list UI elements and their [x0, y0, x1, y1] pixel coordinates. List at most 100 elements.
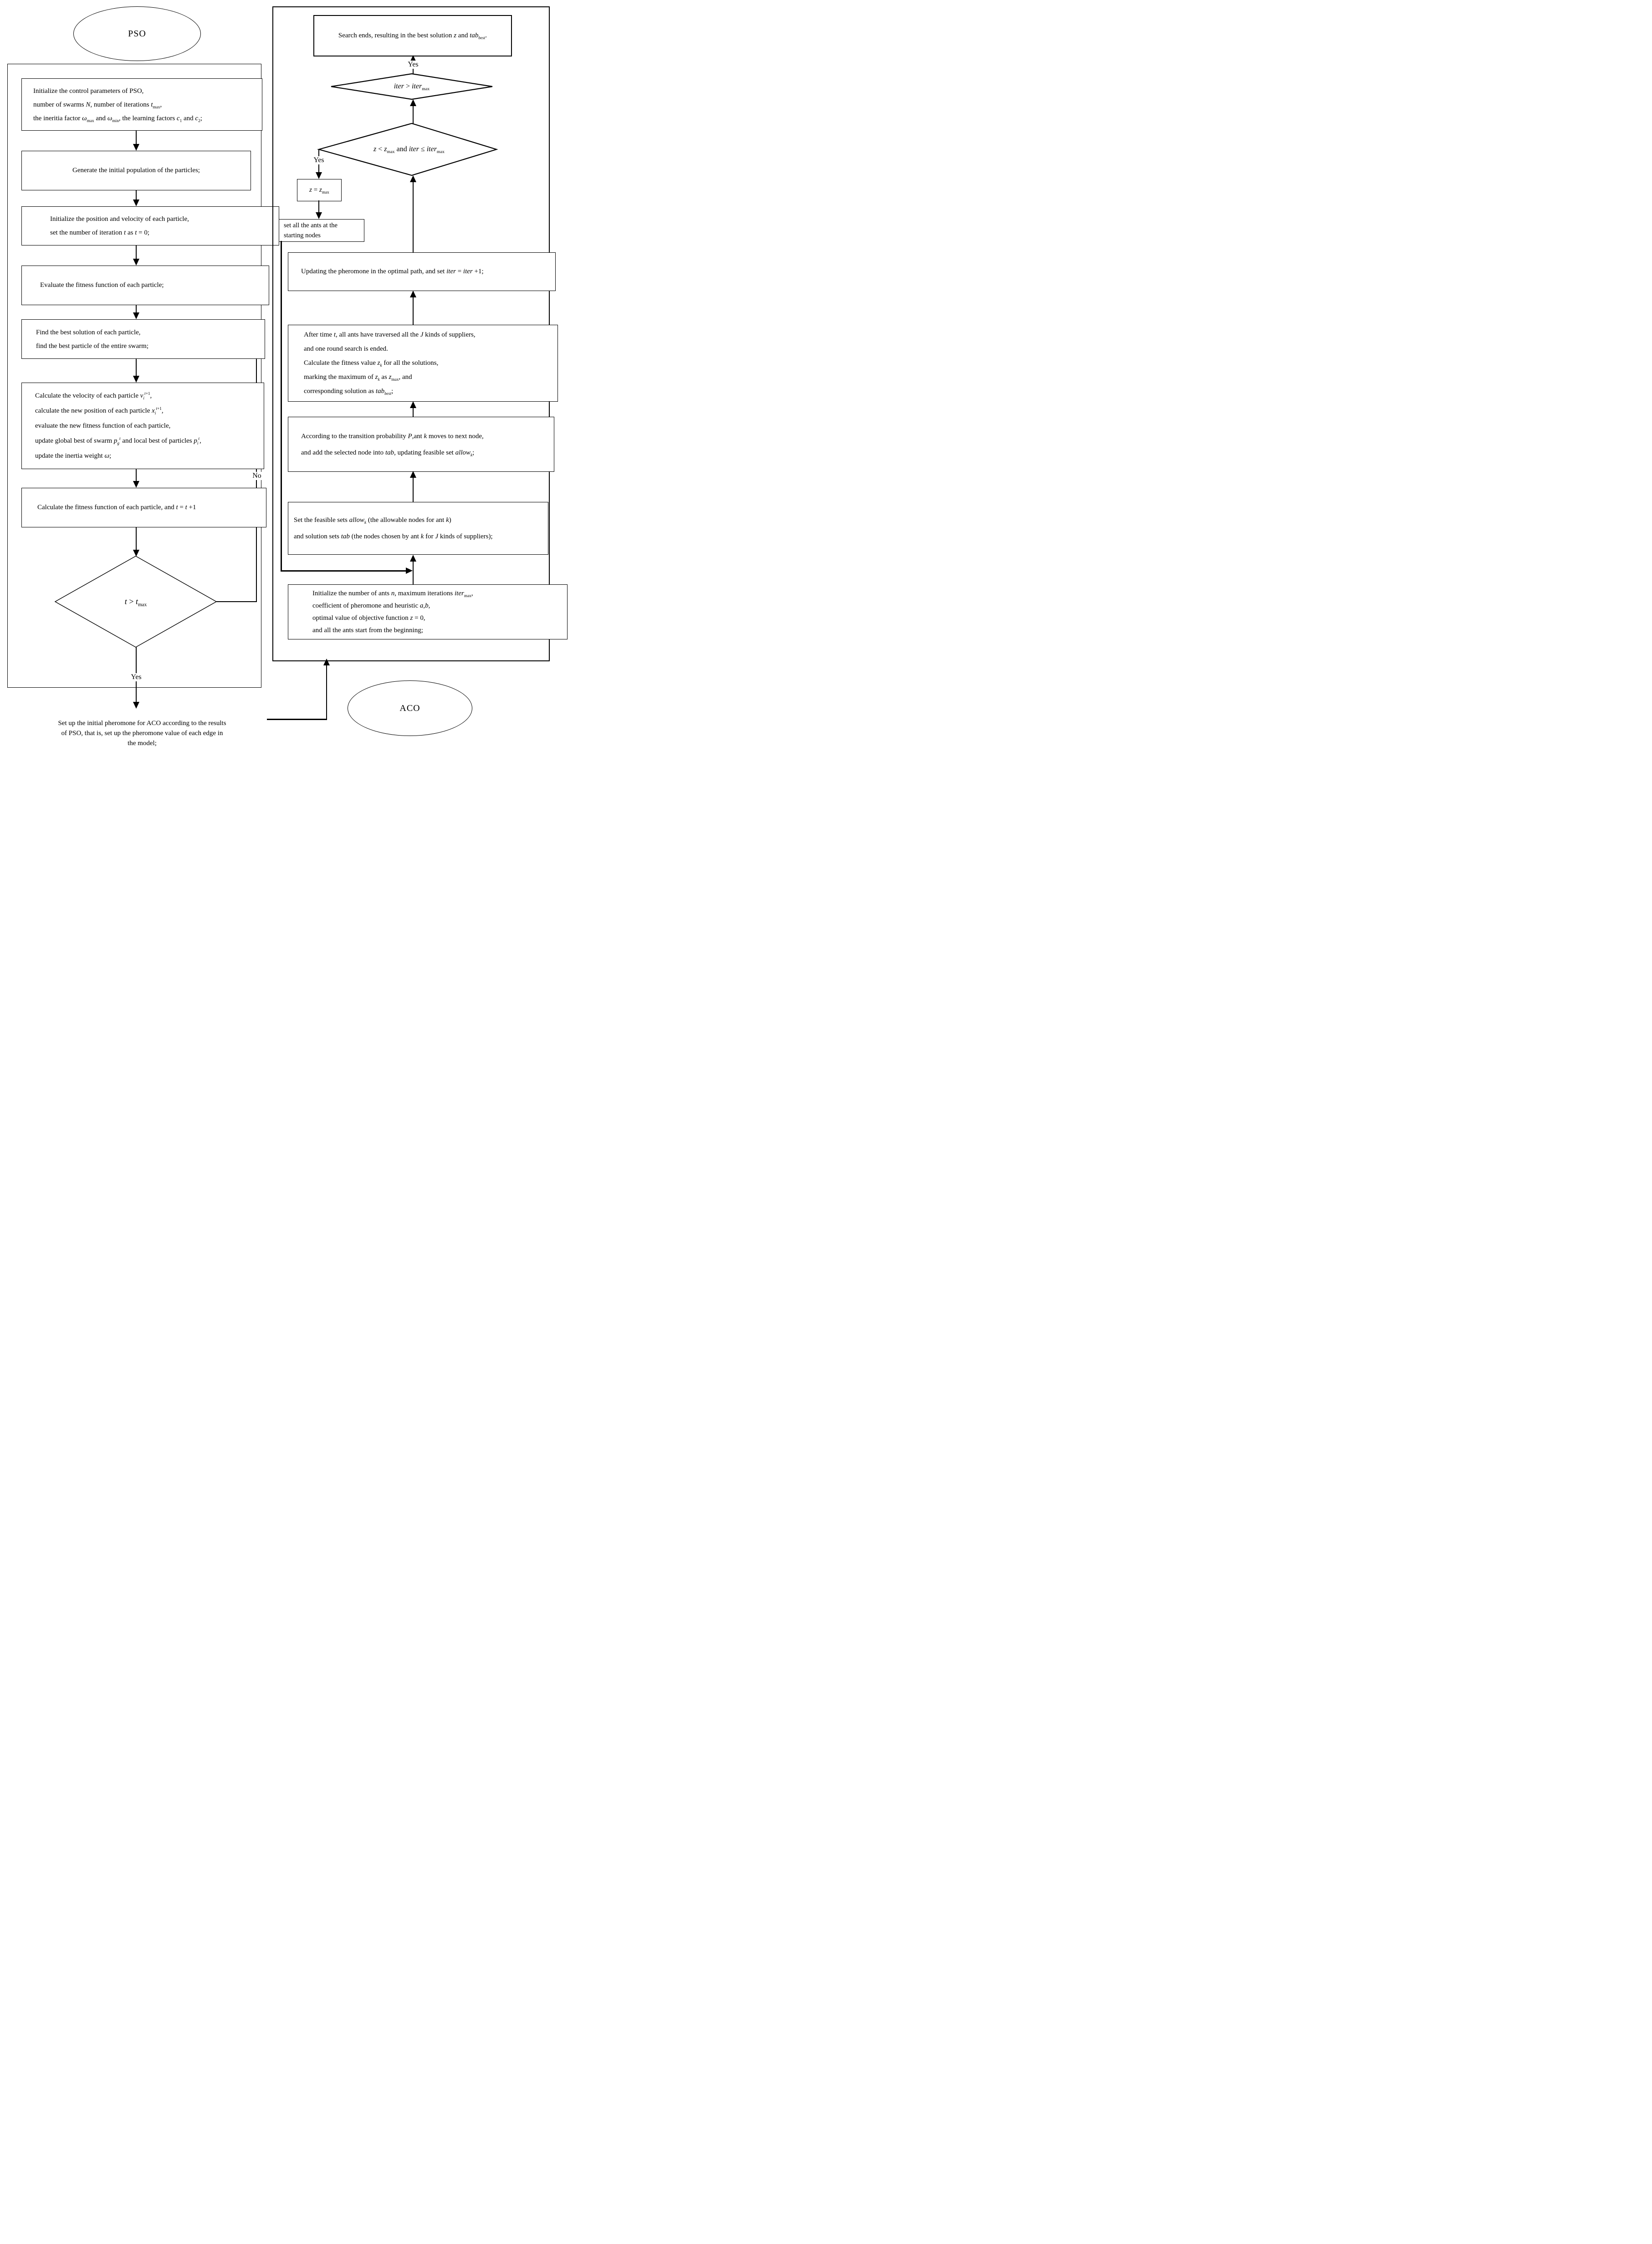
box-z-equals-zmax-text: z = zmax — [309, 186, 329, 195]
box-init-ants-line: Initialize the number of ants n, maximum… — [312, 589, 473, 598]
yes-left-label: Yes — [312, 156, 326, 164]
arrow-init-to-feasible-head — [410, 555, 416, 562]
arrowhead-7 — [133, 550, 139, 557]
arrowhead-5 — [133, 376, 139, 383]
set-ants-bypass-horizontal — [281, 570, 407, 572]
pso-label: PSO — [128, 28, 146, 39]
arrow-updating-to-z-line — [413, 177, 414, 252]
box-search-ends: Search ends, resulting in the best solut… — [313, 15, 512, 56]
diamond-z-zmax — [317, 123, 498, 176]
box-according-transition-line: According to the transition probability … — [301, 432, 484, 440]
pso-ellipse: PSO — [73, 6, 201, 61]
box-init-position-line: set the number of iteration t as t = 0; — [50, 229, 150, 236]
arrow-according-to-after-head — [410, 401, 416, 408]
no-label: No — [251, 472, 263, 480]
arrowhead-2 — [133, 199, 139, 206]
box-init-params-line: the ineritia factor ωmax and ωmin, the l… — [33, 114, 202, 123]
arrowhead-1 — [133, 144, 139, 151]
arrow-according-to-after-line — [413, 403, 414, 417]
box-feasible-sets-line: Set the feasible sets allowk (the allowa… — [294, 516, 451, 525]
box-evaluate-fitness-text: Evaluate the fitness function of each pa… — [40, 281, 164, 289]
box-init-ants: Initialize the number of ants n, maximum… — [288, 584, 568, 639]
diamond-t-tmax — [54, 556, 217, 648]
diamond-iter-itermax — [331, 73, 493, 100]
diamond-z-zmax-text: z < zmax and iter ≤ itermax — [373, 145, 445, 155]
box-evaluate-fitness: Evaluate the fitness function of each pa… — [21, 266, 269, 305]
arrow-updating-to-z-head — [410, 175, 416, 182]
yes-top-label: Yes — [406, 61, 420, 69]
flowchart-canvas: PSO Yes No Initialize the control parame… — [0, 0, 568, 752]
set-ants-bypass-vertical — [281, 241, 282, 571]
box-feasible-sets: Set the feasible sets allowk (the allowa… — [288, 502, 548, 555]
arrow-after-to-updating-head — [410, 291, 416, 297]
box-according-transition: According to the transition probability … — [288, 417, 554, 472]
box-after-time-line: and one round search is ended. — [304, 345, 388, 353]
pheromone-setup-line: the model; — [128, 740, 157, 747]
set-ants-bypass-arrowhead — [406, 567, 413, 574]
box-after-time-line: After time t, all ants have traversed al… — [304, 331, 476, 338]
aco-entry-horizontal — [267, 719, 327, 720]
aco-entry-vertical — [326, 665, 327, 720]
box-set-ants: set all the ants at the starting nodes — [279, 219, 364, 242]
arrow-feasible-to-according-line — [413, 472, 414, 502]
box-find-best-line: find the best particle of the entire swa… — [36, 342, 148, 350]
arrowhead-3 — [133, 259, 139, 266]
box-init-position-line: Initialize the position and velocity of … — [50, 215, 189, 223]
box-calc-fitness-t-text: Calculate the fitness function of each p… — [37, 504, 196, 511]
box-find-best-line: Find the best solution of each particle, — [36, 328, 141, 336]
pheromone-setup-line: Set up the initial pheromone for ACO acc… — [58, 720, 226, 727]
aco-label: ACO — [399, 703, 420, 713]
pheromone-setup-line: of PSO, that is, set up the pheromone va… — [61, 730, 223, 737]
box-calc-velocity-line: update the inertia weight ω; — [35, 452, 112, 460]
yes-exit-arrowhead — [133, 702, 139, 709]
box-calc-velocity-line: evaluate the new fitness function of eac… — [35, 422, 171, 429]
arrow-zbox-to-ants-head — [316, 212, 322, 219]
arrow-z-to-iter-head — [410, 99, 416, 106]
arrow-after-to-updating-line — [413, 292, 414, 325]
box-after-time-line: corresponding solution as tabbest; — [304, 388, 394, 396]
arrow-line-5 — [136, 358, 137, 377]
arrow-z-to-iter-line — [413, 101, 414, 123]
box-calc-velocity-line: update global best of swarm pgt and loca… — [35, 436, 201, 446]
arrow-line-7 — [136, 526, 137, 551]
box-init-params-line: Initialize the control parameters of PSO… — [33, 87, 144, 95]
box-set-ants-line: starting nodes — [284, 232, 321, 239]
aco-entry-arrowhead — [323, 659, 330, 665]
box-calc-velocity-line: calculate the new position of each parti… — [35, 406, 164, 416]
box-init-params: Initialize the control parameters of PSO… — [21, 78, 262, 131]
box-calc-velocity: Calculate the velocity of each particle … — [21, 383, 264, 469]
box-generate-population-text: Generate the initial population of the p… — [72, 167, 200, 174]
arrow-line-1 — [136, 130, 137, 145]
box-init-ants-line: optimal value of objective function z = … — [312, 614, 425, 622]
arrow-zbox-to-ants-line — [318, 200, 319, 213]
box-set-ants-line: set all the ants at the — [284, 222, 338, 229]
box-calc-velocity-line: Calculate the velocity of each particle … — [35, 391, 152, 401]
box-updating-pheromone-text: Updating the pheromone in the optimal pa… — [301, 268, 484, 275]
arrow-line-6 — [136, 468, 137, 482]
box-find-best: Find the best solution of each particle,… — [21, 319, 265, 359]
box-init-ants-line: coefficient of pheromone and heuristic a… — [312, 602, 430, 609]
yes-left-arrowhead — [316, 172, 322, 179]
box-search-ends-text: Search ends, resulting in the best solut… — [338, 32, 487, 41]
no-line-horizontal — [216, 601, 257, 602]
box-updating-pheromone: Updating the pheromone in the optimal pa… — [288, 252, 556, 291]
box-init-ants-line: and all the ants start from the beginnin… — [312, 626, 423, 634]
box-according-transition-line: and add the selected node into tab, upda… — [301, 449, 475, 458]
yes-top-arrowhead — [410, 55, 416, 62]
no-line-vertical — [256, 337, 257, 602]
arrow-init-to-feasible-line — [413, 556, 414, 584]
box-init-params-line: number of swarms N, number of iterations… — [33, 101, 162, 110]
diamond-t-tmax-text: t > tmax — [124, 597, 147, 608]
yes-label-left-column: Yes — [129, 673, 143, 681]
box-after-time-line: marking the maximum of zk as zmax, and — [304, 373, 412, 382]
arrow-line-2 — [136, 189, 137, 200]
box-z-equals-zmax: z = zmax — [297, 179, 342, 201]
arrowhead-4 — [133, 312, 139, 319]
box-init-position-velocity: Initialize the position and velocity of … — [21, 206, 279, 245]
box-generate-population: Generate the initial population of the p… — [21, 151, 251, 190]
box-after-time-line: Calculate the fitness value zk for all t… — [304, 359, 439, 368]
arrow-line-4 — [136, 304, 137, 314]
box-after-time: After time t, all ants have traversed al… — [288, 325, 558, 402]
arrow-line-3 — [136, 245, 137, 260]
pso-container — [7, 64, 261, 688]
